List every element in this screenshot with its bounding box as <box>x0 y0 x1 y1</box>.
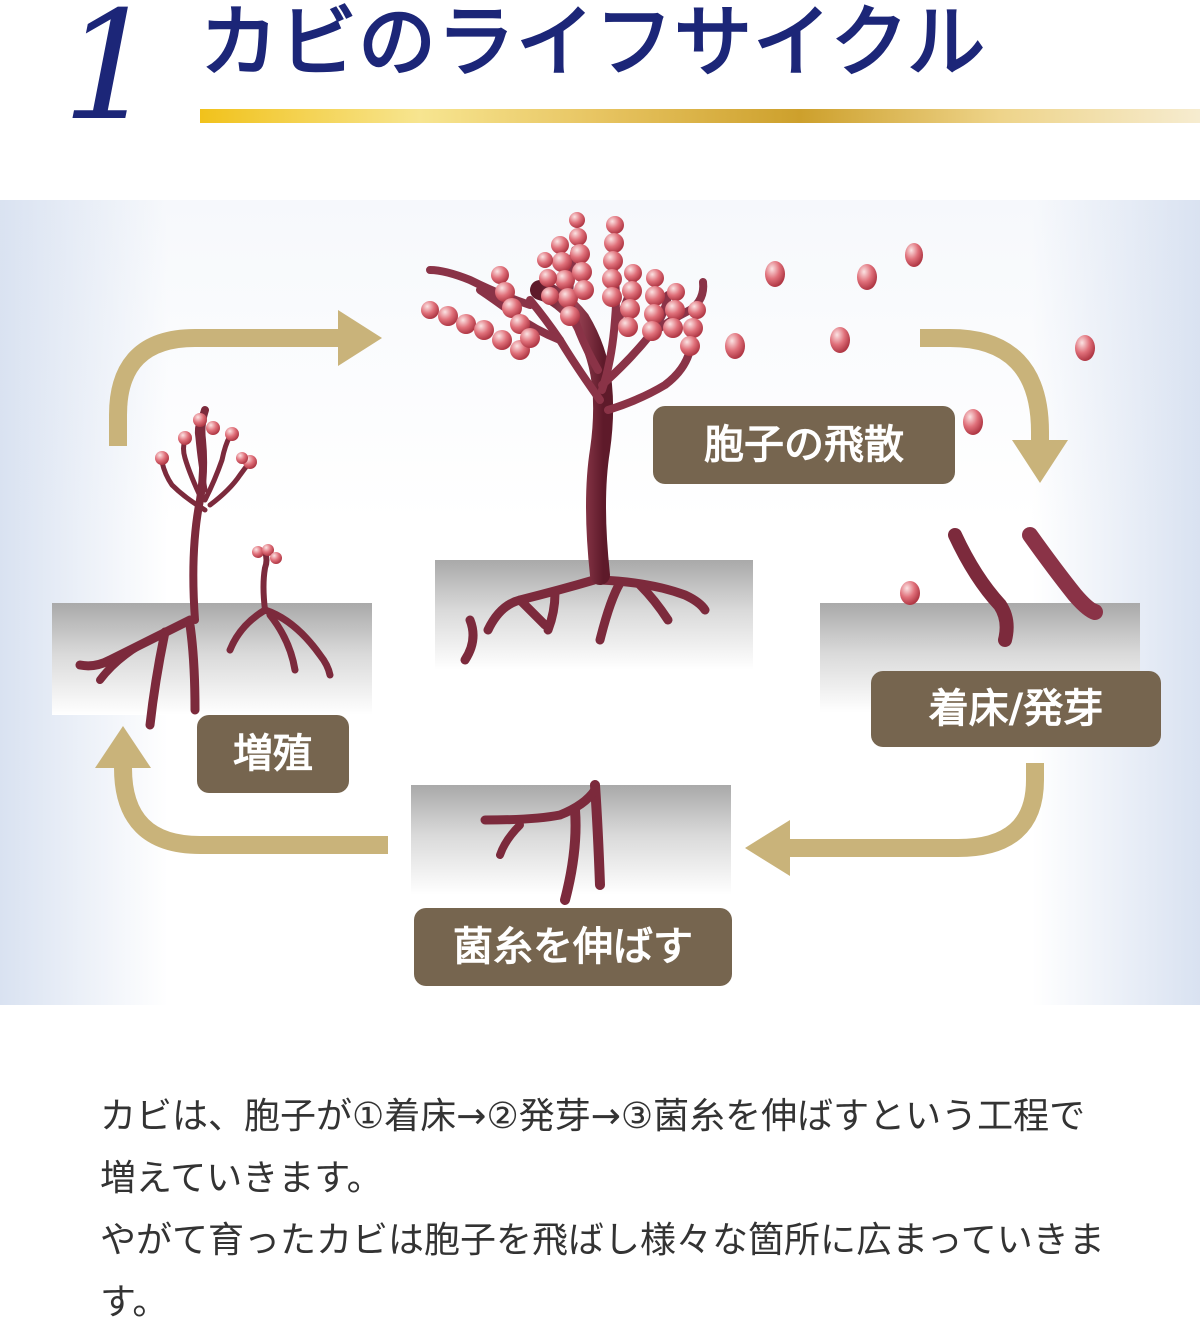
cycle-arrows <box>109 329 1049 857</box>
stage-label-germination: 着床/発芽 <box>871 671 1161 747</box>
description-text: カビは、胞子が①着床→②発芽→③菌糸を伸ばすという工程で増えていきます。 やがて… <box>100 1086 1110 1334</box>
hyphae-illustration <box>480 780 605 905</box>
proliferation-spores <box>155 413 282 564</box>
stage-label-proliferation: 増殖 <box>197 715 349 793</box>
floating-spores <box>725 243 1095 605</box>
description-paragraph-2: やがて育ったカビは胞子を飛ばし様々な箇所に広まっていきます。 <box>100 1220 1105 1323</box>
stage-label-dispersal: 胞子の飛散 <box>653 406 955 484</box>
arrow-dispersal-to-germination <box>920 329 1049 445</box>
section-title: カビのライフサイクル <box>200 0 987 88</box>
arrowhead-left <box>745 820 790 876</box>
life-cycle-diagram: 胞子の飛散 着床/発芽 菌糸を伸ばす 増殖 <box>0 200 1200 1005</box>
arrow-germination-to-hyphae <box>780 763 1044 857</box>
arrowhead-down <box>1012 440 1068 483</box>
arrow-proliferation-to-dispersal <box>109 329 345 446</box>
arrow-heads <box>95 310 1068 876</box>
arrow-hyphae-to-proliferation <box>114 760 388 854</box>
stage-label-hyphae: 菌糸を伸ばす <box>414 908 732 986</box>
arrowhead-right <box>338 310 382 366</box>
spore-chains <box>421 212 706 360</box>
arrowhead-up <box>95 726 151 768</box>
substrate-blocks <box>52 560 1140 895</box>
section-number: 1 <box>62 0 158 154</box>
life-cycle-illustration <box>52 212 1140 905</box>
germinating-spores <box>948 527 1103 647</box>
gold-title-rule <box>200 109 1200 123</box>
large-mold-illustration <box>421 212 1095 665</box>
description-paragraph-1: カビは、胞子が①着床→②発芽→③菌糸を伸ばすという工程で増えていきます。 <box>100 1096 1086 1199</box>
